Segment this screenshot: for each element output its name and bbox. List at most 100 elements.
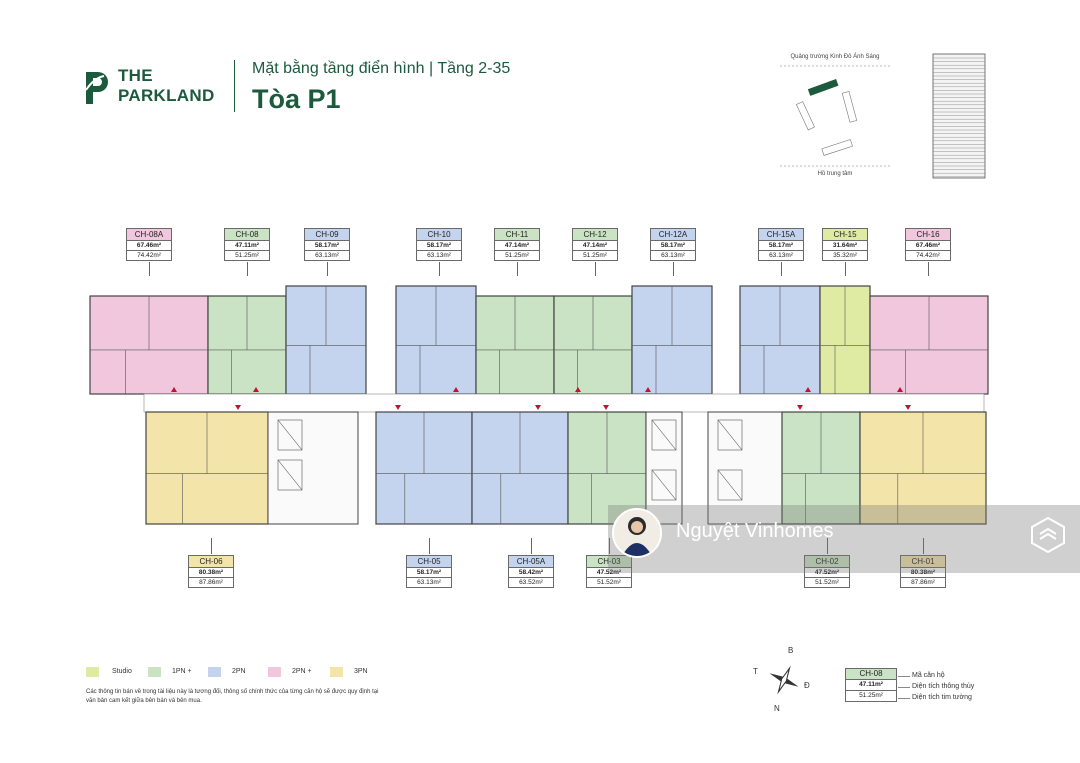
key-area-net: 47.11m² [846, 680, 896, 691]
unit-area-net: 58.17m² [759, 241, 803, 251]
disclaimer-note: Các thông tin bán về trong tài liệu này … [86, 689, 379, 704]
key-code: CH-08 [846, 669, 896, 680]
unit-code: CH-05A [509, 556, 553, 568]
unit-area-net: 80.38m² [901, 568, 945, 578]
site-plan-map [780, 65, 890, 167]
parkland-logo-icon [85, 72, 108, 104]
unit-area-net: 67.46m² [906, 241, 950, 251]
unit-area-net: 58.42m² [509, 568, 553, 578]
unit-leader-line [595, 262, 596, 276]
unit-area-net: 67.46m² [127, 241, 171, 251]
unit-area-gross: 51.25m² [583, 252, 607, 259]
unit-code: CH-05 [407, 556, 451, 568]
key-label-code: Mã căn hộ [912, 672, 945, 679]
watermark-avatar [612, 508, 662, 558]
legend-swatch-2pn [208, 667, 221, 677]
unit-area-gross: 63.13m² [315, 252, 339, 259]
unit-area-net: 31.64m² [823, 241, 867, 251]
unit-area-gross: 51.52m² [597, 579, 621, 586]
legend-label-3pn: 3PN [354, 668, 368, 675]
compass-north: B [788, 646, 793, 655]
unit-area-gross: 51.25m² [235, 252, 259, 259]
unit-code: CH-10 [417, 229, 461, 241]
unit-area-gross: 35.32m² [833, 252, 857, 259]
legend-swatch-3pn [330, 667, 343, 677]
unit-code: CH-06 [189, 556, 233, 568]
legend-label-studio: Studio [112, 668, 132, 675]
core-right [707, 411, 783, 525]
unit-area-net: 47.14m² [573, 241, 617, 251]
unit-leader-line [211, 538, 212, 554]
key-leader-2 [898, 687, 910, 688]
unit-leader-line [531, 538, 532, 554]
unit-code: CH-08 [225, 229, 269, 241]
unit-area-gross: 87.86m² [911, 579, 935, 586]
legend-label-2pn-plus: 2PN + [292, 668, 312, 675]
unit-area-net: 47.11m² [225, 241, 269, 251]
unit-code: CH-08A [127, 229, 171, 241]
unit-area-net: 58.17m² [407, 568, 451, 578]
key-area-gross: 51.25m² [859, 692, 883, 699]
unit-leader-line [439, 262, 440, 276]
unit-leader-line [827, 538, 828, 554]
unit-area-gross: 63.13m² [661, 252, 685, 259]
unit-code: CH-11 [495, 229, 539, 241]
unit-leader-line [845, 262, 846, 276]
tower-elevation [932, 53, 986, 179]
unit-leader-line [429, 538, 430, 554]
unit-code: CH-15A [759, 229, 803, 241]
legend-swatch-1pn [148, 667, 161, 677]
watermark-text: Nguyệt Vinhomes [676, 520, 834, 542]
unit-area-gross: 74.42m² [916, 252, 940, 259]
watermark-band [608, 505, 1080, 573]
brand-line2: PARKLAND [118, 86, 215, 105]
unit-area-net: 58.17m² [417, 241, 461, 251]
unit-leader-line [673, 262, 674, 276]
key-label-gross: Diện tích tim tường [912, 694, 972, 701]
unit-code: CH-01 [901, 556, 945, 568]
compass-rose-icon: B T Đ N [753, 646, 810, 713]
site-plan-top-label: Quảng trường Kinh Đô Ánh Sáng [790, 54, 880, 60]
key-label-net: Diện tích thông thủy [912, 683, 975, 690]
unit-leader-line [247, 262, 248, 276]
legend-label-1pn: 1PN + [172, 668, 192, 675]
unit-leader-line [609, 538, 610, 554]
unit-area-gross: 63.13m² [427, 252, 451, 259]
unit-code: CH-12A [651, 229, 695, 241]
unit-area-gross: 74.42m² [137, 252, 161, 259]
floor-plan [89, 285, 989, 525]
brand-line1: THE [118, 66, 153, 85]
compass-west: T [753, 667, 758, 676]
page-title: Tòa P1 [252, 84, 341, 114]
corridor [143, 393, 985, 413]
unit-code: CH-12 [573, 229, 617, 241]
core-left [267, 411, 359, 525]
page-subtitle: Mặt bằng tầng điển hình | Tầng 2-35 [252, 60, 511, 77]
legend-swatch-2pn-plus [268, 667, 281, 677]
unit-area-net: 80.38m² [189, 568, 233, 578]
legend-swatch-studio [86, 667, 99, 677]
brand-name: THE PARKLAND [118, 66, 215, 106]
unit-leader-line [517, 262, 518, 276]
unit-area-gross: 63.13m² [417, 579, 441, 586]
compass-east: Đ [804, 681, 810, 690]
site-plan-bottom-label: Hồ trung tâm [817, 171, 853, 177]
unit-area-net: 58.17m² [305, 241, 349, 251]
unit-area-net: 47.14m² [495, 241, 539, 251]
key-leader-3 [898, 698, 910, 699]
unit-code: CH-09 [305, 229, 349, 241]
watermark-logo-icon [1031, 516, 1065, 554]
